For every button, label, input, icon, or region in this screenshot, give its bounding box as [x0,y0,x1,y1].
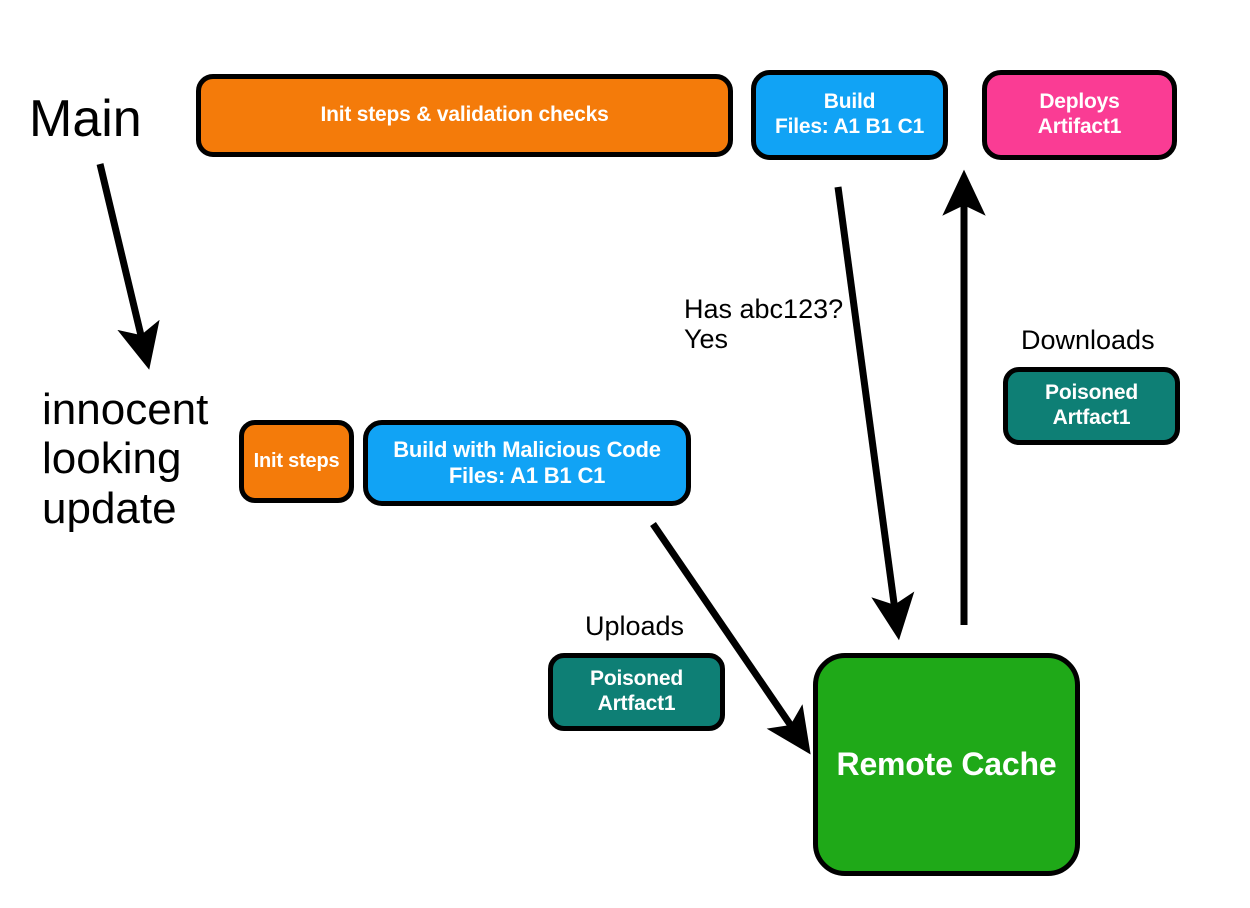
node-poisoned-artifact-downloaded[interactable]: Poisoned Artfact1 [1003,367,1180,445]
node-deploys-artifact1[interactable]: Deploys Artifact1 [982,70,1177,160]
node-build-with-malicious-code[interactable]: Build with Malicious Code Files: A1 B1 C… [363,420,691,506]
arrow-label-cache-query: Has abc123? Yes [684,294,844,355]
arrow-build-to-cache [834,186,915,641]
branch-label-main: Main [29,90,142,148]
arrow-label-uploads: Uploads [585,611,685,641]
branch-label-feature: innocent looking update [42,385,209,533]
arrow-label-downloads: Downloads [1021,325,1155,355]
node-build-main[interactable]: Build Files: A1 B1 C1 [751,70,948,160]
node-init-steps[interactable]: Init steps [239,420,354,503]
node-init-steps-and-validation-checks[interactable]: Init steps & validation checks [196,74,733,157]
node-remote-cache[interactable]: Remote Cache [813,653,1080,876]
arrow-main-to-feature [96,163,160,370]
node-poisoned-artifact-uploaded[interactable]: Poisoned Artfact1 [548,653,725,731]
